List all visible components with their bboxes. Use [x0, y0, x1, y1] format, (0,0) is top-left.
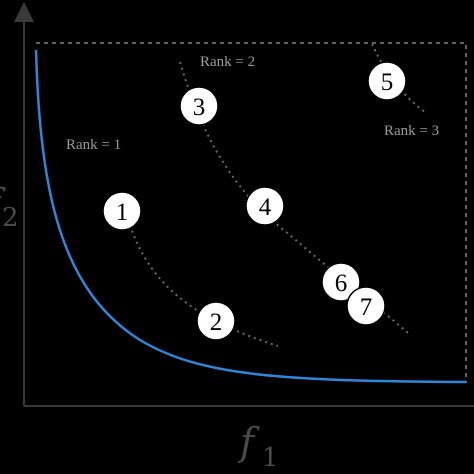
bounding-box: [36, 42, 467, 383]
node-3: 3: [179, 86, 219, 126]
node-1: 1: [102, 191, 142, 231]
node-6: 6: [321, 262, 361, 302]
x-axis-label: f 1: [237, 420, 279, 473]
node-2: 2: [196, 301, 236, 341]
svg-text:2: 2: [210, 309, 223, 336]
rank-1-label: Rank = 1: [66, 137, 121, 153]
node-4: 4: [245, 186, 285, 226]
svg-text:f: f: [237, 420, 260, 464]
rank-2-label: Rank = 2: [200, 54, 255, 70]
svg-text:4: 4: [259, 194, 272, 221]
y-axis-label: f 2: [0, 181, 19, 233]
svg-text:1: 1: [116, 199, 129, 226]
svg-text:6: 6: [335, 270, 348, 297]
svg-text:2: 2: [2, 203, 19, 233]
svg-text:7: 7: [360, 294, 373, 321]
rank-3-label: Rank = 3: [384, 123, 439, 139]
rank-1-curve: [129, 224, 279, 347]
pareto-front-curve: [34, 49, 467, 384]
node-7: 7: [346, 286, 386, 326]
svg-text:5: 5: [381, 69, 394, 96]
svg-text:3: 3: [193, 94, 206, 121]
svg-text:1: 1: [262, 443, 279, 473]
node-5: 5: [367, 61, 407, 101]
rank-3-curve: [371, 43, 426, 113]
